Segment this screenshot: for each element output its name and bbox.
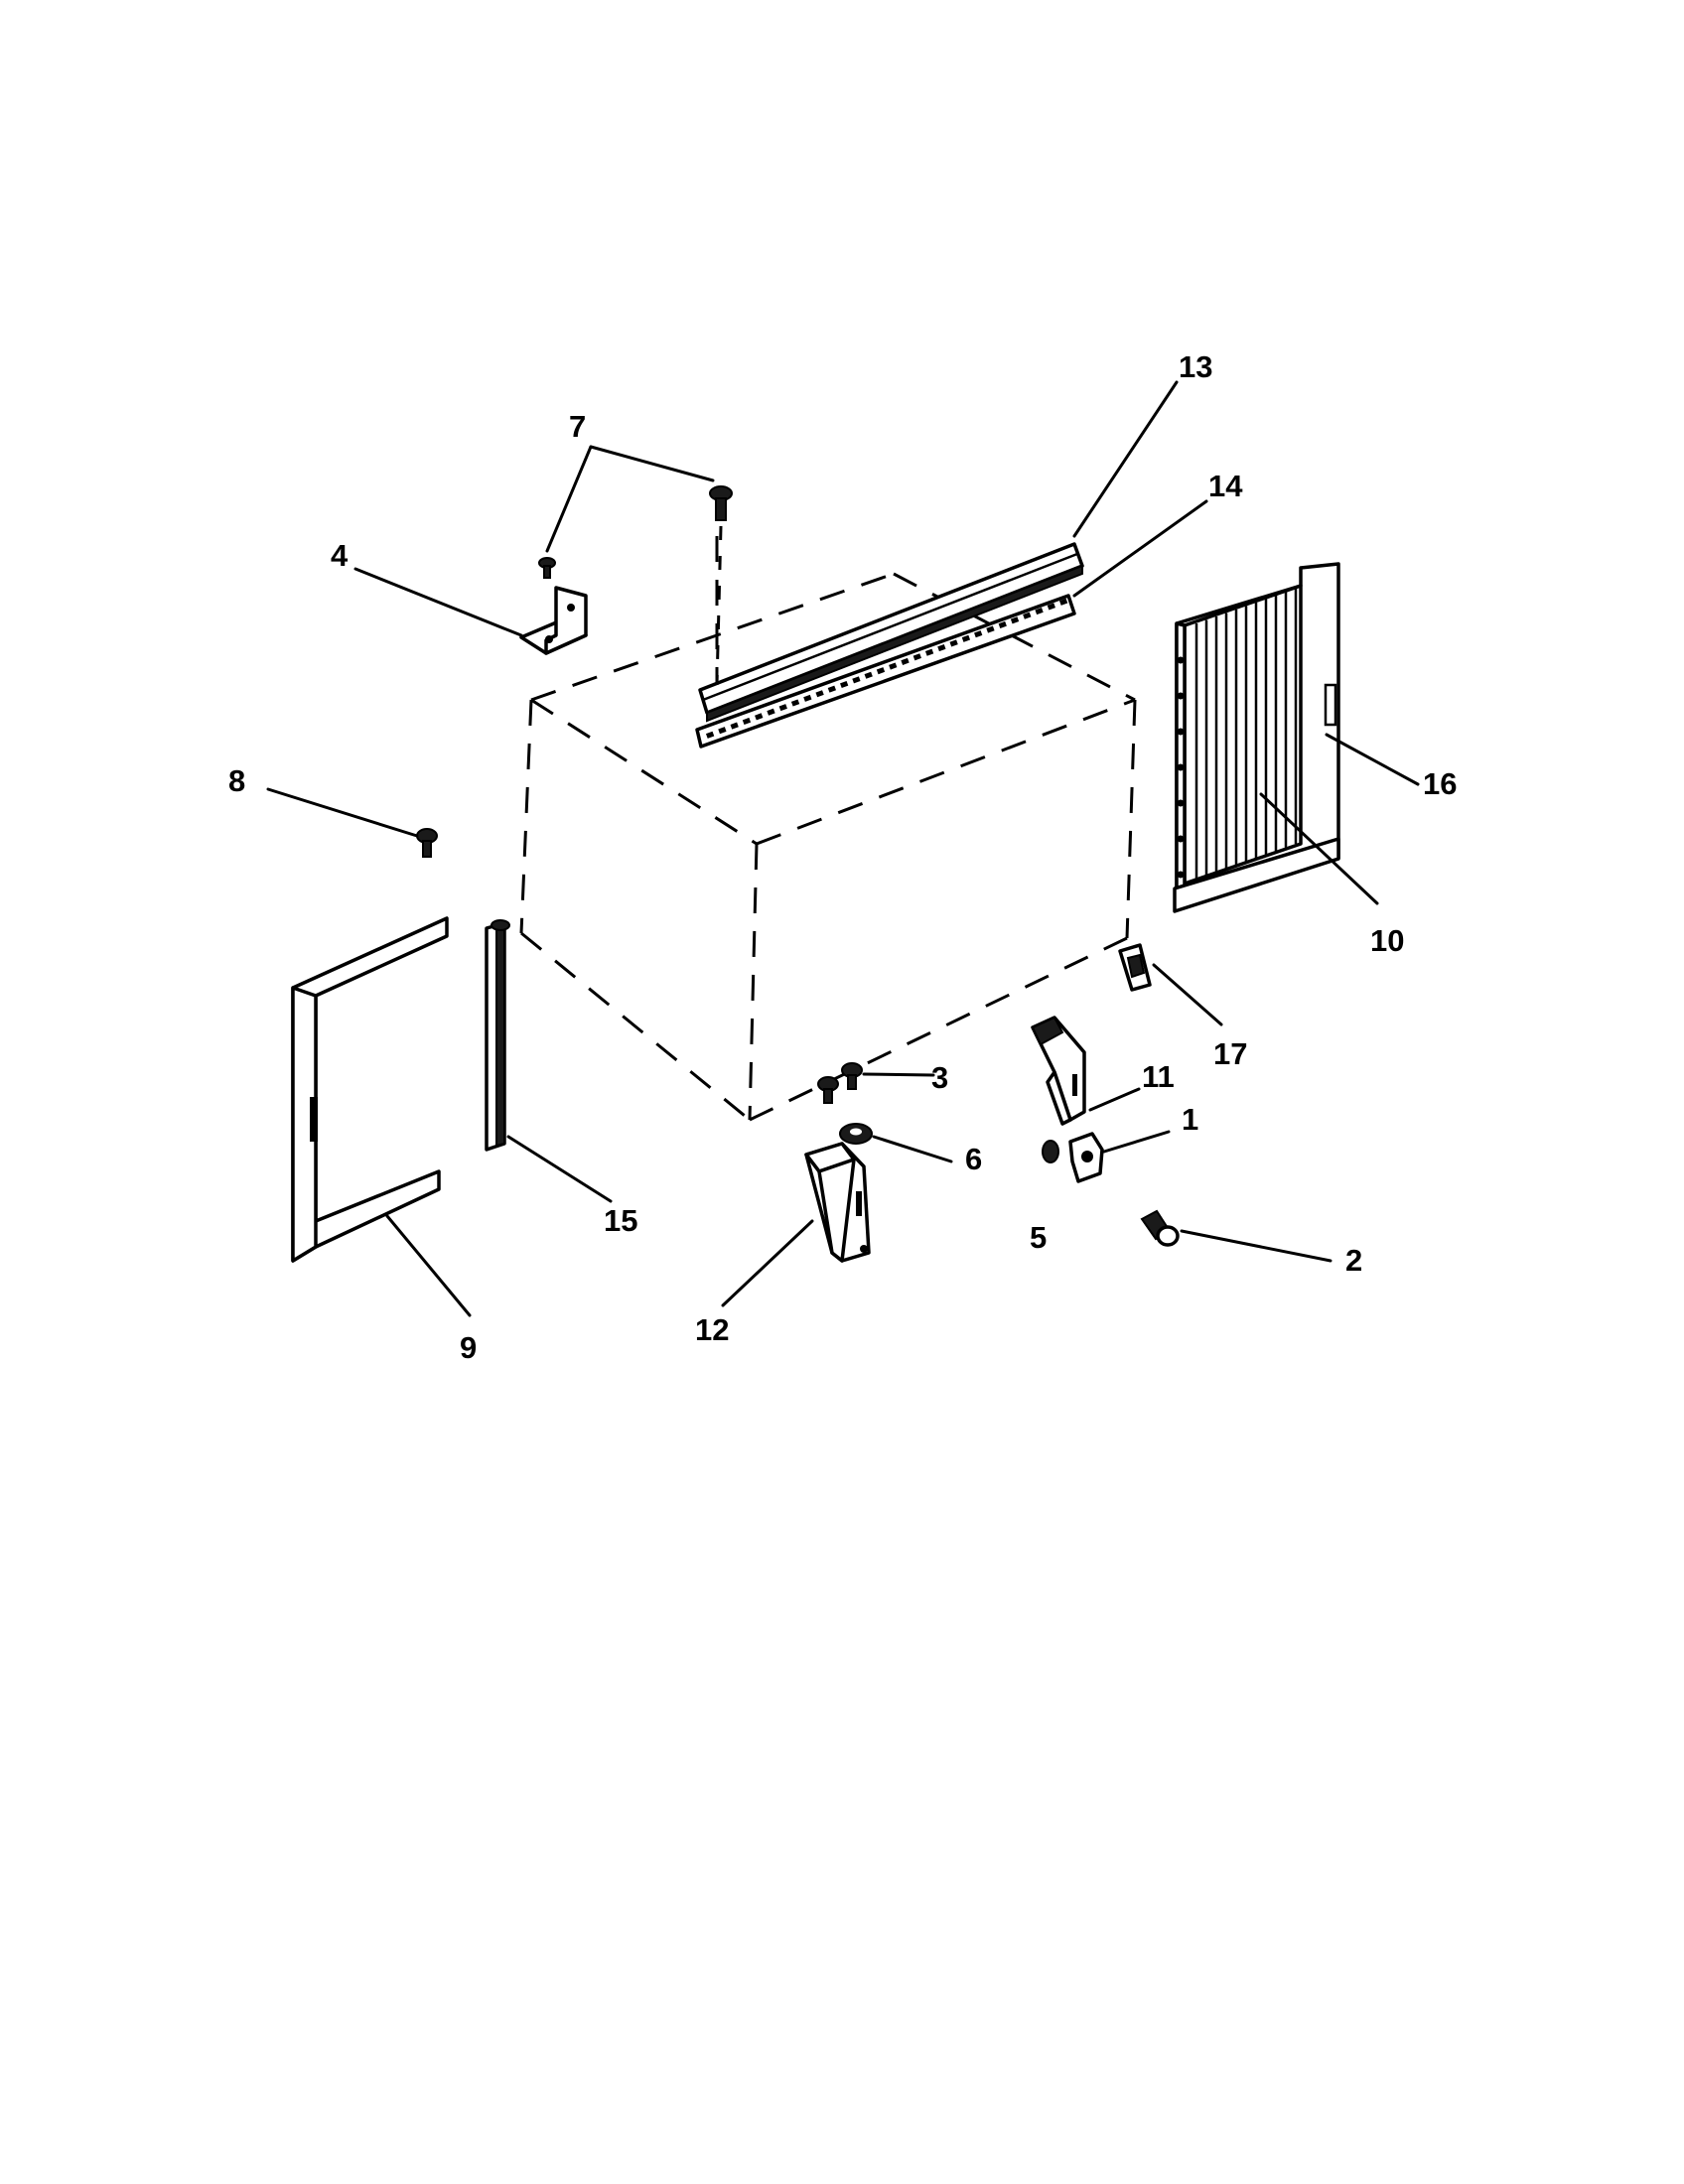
panel-hole — [1177, 835, 1185, 843]
clip-part — [1118, 943, 1152, 992]
nut-part — [1042, 1140, 1059, 1163]
callout-3: 3 — [931, 1060, 948, 1095]
callout-2: 2 — [1345, 1243, 1362, 1278]
callout-15: 15 — [604, 1203, 637, 1238]
gasket-hole — [998, 620, 1007, 628]
top-rail-part — [698, 542, 1084, 723]
gasket-hole — [790, 699, 800, 707]
callout-labels: 13 14 7 4 8 16 10 17 11 1 3 6 5 2 15 12 … — [228, 349, 1457, 1365]
gasket-hole — [1023, 612, 1032, 619]
callout-9: 9 — [460, 1330, 477, 1365]
gasket-hole — [815, 690, 824, 698]
gasket-hole — [827, 685, 837, 693]
gasket-strip-part — [695, 594, 1076, 749]
washer-part — [839, 1123, 873, 1145]
gasket-hole — [876, 667, 886, 675]
gasket-hole — [803, 694, 812, 702]
gasket-hole — [924, 648, 934, 656]
callout-10: 10 — [1370, 923, 1404, 958]
callout-8: 8 — [228, 763, 245, 798]
panel-hole — [1177, 692, 1185, 700]
callout-14: 14 — [1208, 469, 1243, 503]
gasket-hole — [974, 630, 983, 638]
panel-hole — [1177, 728, 1185, 736]
panel-holes — [1177, 656, 1185, 879]
gasket-hole — [937, 643, 946, 652]
gasket-hole — [961, 634, 971, 642]
gasket-hole — [986, 625, 995, 633]
gasket-hole — [949, 639, 958, 647]
mounting-bracket-right-part — [1031, 1016, 1086, 1126]
callout-6: 6 — [965, 1142, 982, 1176]
gasket-hole — [767, 708, 775, 716]
callout-11: 11 — [1142, 1059, 1175, 1094]
side-curtain-frame-part — [291, 916, 449, 1263]
leader-lines — [266, 380, 1420, 1317]
gasket-holes — [705, 598, 1068, 739]
callout-12: 12 — [695, 1312, 729, 1347]
screw-bolt-part — [1140, 1209, 1180, 1247]
cabinet-outline — [519, 536, 1137, 1122]
gasket-hole — [901, 657, 910, 665]
callout-13: 13 — [1179, 349, 1212, 384]
callout-7: 7 — [569, 409, 586, 444]
screw-large-part — [709, 485, 733, 686]
gasket-hole — [1035, 608, 1044, 615]
gasket-hole — [864, 671, 873, 679]
gasket-hole — [1058, 598, 1068, 606]
screw-side-part — [416, 828, 438, 858]
callout-1: 1 — [1182, 1102, 1198, 1137]
small-bracket-part — [1068, 1132, 1104, 1183]
screw-small-part — [538, 557, 556, 579]
panel-hole — [1177, 763, 1185, 771]
callout-4: 4 — [331, 538, 349, 573]
gasket-hole — [889, 662, 898, 670]
panel-hole — [1177, 799, 1185, 807]
callout-17: 17 — [1213, 1036, 1247, 1071]
louver-panel-part — [1173, 562, 1340, 913]
gasket-hole — [705, 731, 715, 739]
gasket-hole — [1047, 603, 1055, 611]
louver-slats — [1194, 589, 1298, 879]
gasket-hole — [1010, 616, 1020, 624]
panel-hole — [1177, 871, 1185, 879]
vertical-strip-part — [485, 919, 510, 1152]
gasket-hole — [755, 713, 764, 721]
mounting-bracket-left-part — [804, 1142, 871, 1263]
gasket-hole — [778, 704, 787, 712]
gasket-hole — [852, 676, 861, 684]
callout-16: 16 — [1423, 766, 1457, 801]
panel-hole — [1177, 656, 1185, 664]
gasket-hole — [718, 727, 727, 735]
gasket-hole — [840, 680, 849, 689]
callout-5: 5 — [1030, 1220, 1047, 1255]
gasket-hole — [730, 722, 739, 730]
gasket-hole — [742, 717, 752, 726]
angle-bracket-part — [519, 586, 588, 655]
gasket-hole — [912, 653, 921, 661]
screws-pair-part — [817, 1062, 863, 1104]
